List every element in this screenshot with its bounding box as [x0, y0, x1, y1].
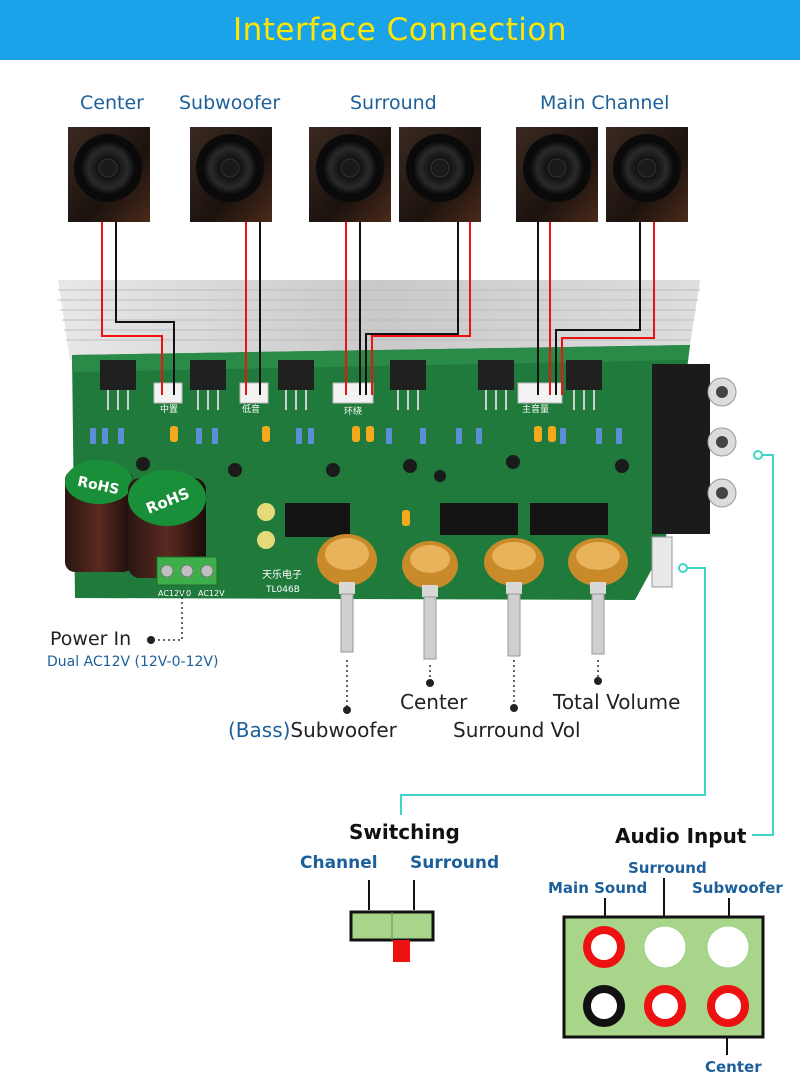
callout-dot-center: [426, 679, 434, 687]
audio-label-center: Center: [705, 1058, 762, 1076]
power-in-title: Power In: [50, 628, 132, 650]
jack-surround-2: [644, 985, 686, 1027]
speaker-subwoofer: [190, 127, 272, 222]
speaker-surround-right: [399, 127, 481, 222]
switching-title: Switching: [349, 820, 460, 844]
board-maker: 天乐电子: [262, 568, 302, 581]
callout-dot-subwoofer: [343, 706, 351, 714]
small-components: [90, 426, 629, 549]
speaker-main-left: [516, 127, 598, 222]
power-in-subtitle: Dual AC12V (12V-0-12V): [47, 654, 219, 670]
speaker-label-surround: Surround: [350, 92, 437, 114]
audio-input-panel: [562, 878, 765, 1055]
audio-label-surround: Surround: [628, 859, 707, 877]
audio-label-subwoofer: Subwoofer: [692, 879, 783, 897]
board-model: TL046B: [265, 585, 300, 595]
audio-label-main-sound: Main Sound: [548, 879, 648, 897]
pcb-board: [72, 345, 690, 600]
knob-label-surround-vol: Surround Vol: [453, 718, 581, 742]
connector-label-1: 低音: [242, 403, 260, 415]
connector-label-2: 环绕: [344, 405, 362, 417]
jack-main-sound: [583, 926, 625, 968]
power-transistors: [100, 360, 602, 390]
speaker-main-right: [606, 127, 688, 222]
audio-input-title: Audio Input: [615, 824, 747, 848]
knob-label-center: Center: [400, 690, 468, 714]
callout-dot-surround: [510, 704, 518, 712]
knob-label-total-volume: Total Volume: [553, 690, 681, 714]
jack-subwoofer: [707, 926, 749, 968]
terminal-label-1: 0: [186, 589, 191, 598]
knob-label-bass-prefix: (Bass): [228, 718, 291, 742]
speaker-label-center: Center: [80, 92, 144, 114]
knob-label-subwoofer: (Bass)Subwoofer: [228, 718, 397, 742]
page-title: Interface Connection: [232, 12, 568, 48]
jack-center: [707, 985, 749, 1027]
terminal-label-2: AC12V: [198, 589, 225, 598]
callout-dot-power: [147, 636, 155, 644]
speaker-label-subwoofer: Subwoofer: [179, 92, 281, 114]
speaker-label-main: Main Channel: [540, 92, 670, 114]
filter-capacitors: [65, 460, 206, 578]
speaker-surround-left: [309, 127, 391, 222]
rca-jack-block: [652, 364, 737, 534]
knob-label-subwoofer-text: Subwoofer: [290, 718, 397, 742]
jack-surround: [644, 926, 686, 968]
callout-dot-volume: [594, 677, 602, 685]
chips: [285, 503, 608, 537]
potentiometers: [317, 534, 628, 660]
header-banner: Interface Connection: [0, 0, 800, 60]
speaker-center: [68, 127, 150, 222]
mode-switch: [651, 536, 673, 588]
terminal-label-0: AC12V: [158, 589, 185, 598]
switching-surround-label: Surround: [410, 853, 500, 873]
connector-label-0: 中置: [160, 403, 178, 415]
jack-ground: [583, 985, 625, 1027]
switch-diagram: [349, 880, 435, 962]
switching-channel-label: Channel: [300, 853, 378, 873]
connector-label-3: 主音量: [522, 403, 549, 415]
